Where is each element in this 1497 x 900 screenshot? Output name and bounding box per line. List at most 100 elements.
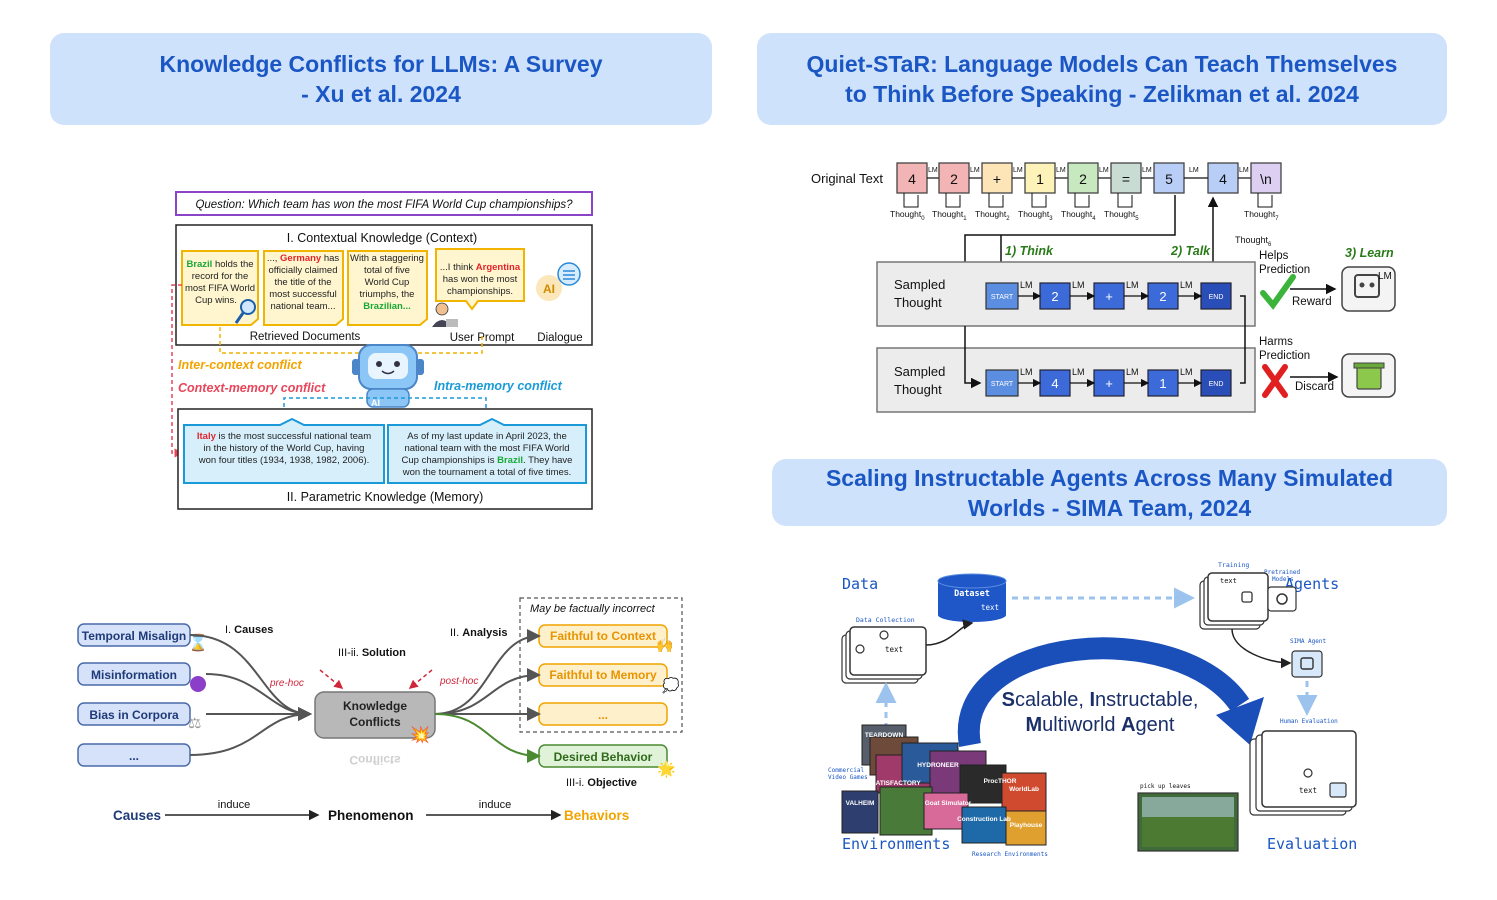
memory-text: in the history of the World Cup, having [204,443,365,454]
start-token: START [985,369,1019,397]
answer-germany: Germany [280,253,322,264]
memory-text: won four titles (1934, 1938, 1982, 2006)… [198,455,370,466]
doc-text: most FIFA World [185,283,255,294]
thought-token: + [1093,282,1125,310]
retrieved-doc-2: ..., Germany has officially claimed the … [263,250,344,326]
memory-doc-2 [387,417,587,484]
retrieved-doc-3: With a staggering total of five World Cu… [347,250,428,326]
doc-text: total of five [364,265,410,276]
magnifier-icon [240,299,256,315]
token-box: 4 [896,162,928,194]
center-a: A [1121,714,1135,736]
doc-text: With a staggering [350,253,424,264]
gear-icon [1276,593,1288,605]
knowledge-conflict-taxonomy: Temporal Misalign ⌛ Misinformation Bias … [77,597,683,823]
thought-token: 1 [1147,369,1179,397]
svg-text:II. Analysis: II. Analysis [450,627,507,639]
dialogue-label: Dialogue [537,332,582,344]
hourglass-icon: ⌛ [188,633,208,652]
flow-causes: Causes [113,808,161,823]
cause-temporal-misalign: Temporal Misalign [77,623,191,647]
doc-text: national team... [271,301,336,312]
pick-up-leaves-label: pick up leaves [1140,783,1191,790]
thought-token: 4 [1039,369,1071,397]
doc-text: triumphs, the [360,289,415,300]
human-evaluation-label: Human Evaluation [1280,718,1338,725]
solution-label-prefix: III-ii. [338,647,362,659]
hands-icon: 🙌 [656,637,673,653]
doc-text: record for the [192,271,249,282]
sima-agent-label: SIMA Agent [1290,638,1327,645]
lm-label: LM [1056,167,1066,174]
header-line-2: - Xu et al. 2024 [301,81,461,107]
flow-induce-1: induce [218,799,250,811]
token-box: 2 [938,162,970,194]
game-title: TEARDOWN [865,732,904,739]
game-title: HYDRONEER [917,762,959,769]
data-collection-text-token: text [885,645,903,654]
sampled-label-line-1: Sampled [894,277,945,292]
solution-label: Solution [362,647,406,659]
doc-text: the title of the [274,277,331,288]
memory-text: won the tournament a total of five times… [402,467,571,478]
desired-behavior: Desired Behavior [538,744,668,768]
start-label: START [991,294,1014,301]
pretrained-line-1: Pretrained [1264,569,1301,576]
center-s-rest: calable, [1015,689,1090,711]
token-label: 4 [908,171,916,187]
game-title: ProcTHOR [984,778,1017,785]
doc-text: holds the [212,259,253,270]
svg-text:...I think Argentina: ...I think Argentina [440,262,521,273]
causes-label: Causes [234,624,273,636]
eye-icon [1303,768,1313,778]
svg-text:Faithful to Memory: Faithful to Memory [549,668,657,682]
check-icon [1260,274,1296,310]
x-mark-icon [1262,364,1288,398]
header-knowledge-conflicts: Knowledge Conflicts for LLMs: A Survey - … [50,33,712,125]
sampled-label-line-2: Thought [894,295,942,310]
behavior-faithful-to-context: Faithful to Context [538,624,668,648]
question-text: Question: Which team has won the most FI… [195,199,573,211]
original-text-label: Original Text [811,171,883,186]
robot-icon [1241,591,1253,603]
doc-text: has won the most [443,274,518,285]
doc-text: Cup wins. [195,295,237,306]
center-reflection: Conflicts [349,753,401,767]
end-label: END [1209,381,1224,388]
token-box: \n [1250,162,1282,194]
pretrained-line-2: Models [1272,576,1294,583]
game-tile [1005,810,1047,846]
header-line-1: Knowledge Conflicts for LLMs: A Survey [159,51,603,77]
svg-text:...: ... [129,749,139,763]
header-line-1: Quiet-STaR: Language Models Can Teach Th… [806,51,1398,77]
token-label: 2 [1079,171,1087,187]
data-collection-card [849,626,927,676]
scales-icon: ⚖ [188,715,201,732]
answer-brazil-memory: Brazil [497,455,523,466]
training-card [1207,572,1269,622]
lm-label: LM [1013,167,1023,174]
game-tile [1001,772,1047,814]
start-token: START [985,282,1019,310]
sima-figure: Data Agents Environments Evaluation Data… [828,561,1357,858]
lm-label: LM [1099,167,1109,174]
token-box: + [981,162,1013,194]
memory-text: . They have [523,455,572,466]
svg-text:III-ii. Solution: III-ii. Solution [338,647,406,659]
lm-label: LM [1020,367,1033,377]
memory-doc-1 [183,417,385,484]
retrieved-doc-1: Brazil holds the record for the most FIF… [181,250,259,326]
cause-bias-in-corpora: Bias in Corpora [77,702,191,726]
lm-label: LM [1142,167,1152,174]
doc-text: most successful [269,289,337,300]
svg-text:I. Causes: I. Causes [225,624,273,636]
flow-induce-2: induce [479,799,511,811]
commercial-line-1: Commercial [828,767,865,774]
token-label: 5 [1165,171,1173,187]
objective-label: Objective [587,777,637,789]
thought-token: 2 [1039,282,1071,310]
discard-label: Discard [1295,381,1334,393]
memory-text: As of my last update in April 2023, the [407,431,566,442]
cause-ellipsis: ... [77,743,191,767]
ai-chat-label: AI [543,282,555,296]
